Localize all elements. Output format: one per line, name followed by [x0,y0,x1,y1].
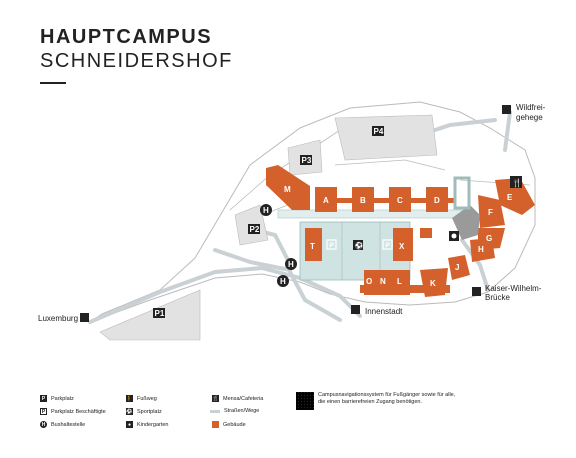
svg-text:D: D [434,196,440,205]
legend-parkplatz: P Parkplatz [40,395,74,402]
kindergarten-icon [449,231,459,241]
building-a[interactable] [315,187,337,212]
legend-fussweg: 🚶 Fußweg [126,395,157,402]
parking-labels: P1 P2 P3 P4 [153,126,384,318]
building-h[interactable] [470,238,495,262]
legend-gebaeude: Gebäude [212,421,246,428]
svg-text:P4: P4 [374,127,384,136]
svg-text:A: A [323,196,329,205]
building-x[interactable] [393,228,413,261]
svg-text:E: E [507,193,513,202]
svg-text:F: F [488,208,493,217]
mensa-icon: 🍴 [510,176,522,188]
mensa-icon: 🍴 [212,395,219,402]
svg-text:P: P [385,243,390,250]
svg-text:O: O [366,277,372,286]
building-j[interactable] [448,255,470,280]
svg-text:J: J [455,263,459,272]
legend-mensa: 🍴 Mensa/Cafeteria [212,395,264,402]
svg-text:P2: P2 [250,225,260,234]
page-title: HAUPTCAMPUS [40,26,213,48]
svg-text:P: P [329,243,334,250]
building-f[interactable] [478,195,505,228]
svg-text:N: N [380,277,386,286]
bus-icon: H [40,421,47,428]
sports-icon: ⚽ [353,240,364,250]
building-m[interactable] [266,165,310,210]
svg-text:M: M [284,185,291,194]
svg-text:H: H [280,277,286,286]
svg-text:B: B [360,196,366,205]
legend: P Parkplatz P Parkplatz Beschäftigte H B… [40,392,560,442]
legend-sport: ⚽ Sportplatz [126,408,162,415]
staff-parking-icon: P [40,408,47,415]
place-markers: Wildfrei- gehege Kaiser-Wilhelm- Brücke … [38,103,546,323]
svg-text:⚽: ⚽ [354,241,364,250]
legend-strassen: Straßen/Wege [210,408,259,414]
building-e[interactable] [495,178,535,215]
kindergarten-icon: ● [126,421,133,428]
buildings[interactable] [266,165,535,297]
svg-text:H: H [288,260,294,269]
building-swatch [212,421,219,428]
svg-text:L: L [397,277,402,286]
road-swatch [210,409,220,413]
label-wildfreigehege: Wildfrei- [516,103,546,112]
pedestrian-icon: 🚶 [126,395,133,402]
parking-p1 [99,289,201,341]
legend-bus: H Bushaltestelle [40,421,86,428]
svg-text:Innenstadt: Innenstadt [365,307,403,316]
svg-text:H: H [478,245,484,254]
staff-parking-icons: P P [326,239,393,250]
svg-text:K: K [430,279,436,288]
campus-map[interactable]: M A B C D E F G H J K L N O T X P P ⚽ P1… [0,0,576,390]
building-labels: M A B C D E F G H J K L N O T X [284,185,513,288]
svg-text:C: C [397,196,403,205]
svg-text:🍴: 🍴 [512,178,522,188]
sports-icon: ⚽ [126,408,133,415]
campus-outline [89,101,536,323]
legend-parkplatz-staff: P Parkplatz Beschäftigte [40,408,106,415]
svg-text:H: H [263,206,269,215]
page-subtitle: SCHNEIDERSHOF [40,50,233,72]
building-t[interactable] [305,228,322,261]
svg-text:P1: P1 [155,309,165,318]
parking-icon: P [40,395,47,402]
legend-kita: ● Kindergarten [126,421,169,428]
title-rule [40,82,66,84]
svg-text:Brücke: Brücke [485,293,510,302]
svg-text:T: T [310,242,315,251]
bus-stops: H H H [260,204,297,287]
svg-text:G: G [486,234,492,243]
svg-text:Luxemburg: Luxemburg [38,314,78,323]
qr-description: Campusnavigationssystem für Fußgänger so… [318,392,456,405]
parking-p4 [334,114,438,161]
svg-text:gehege: gehege [516,113,543,122]
qr-code[interactable] [296,392,314,410]
svg-text:P3: P3 [302,156,312,165]
svg-text:Kaiser-Wilhelm-: Kaiser-Wilhelm- [485,284,542,293]
svg-text:X: X [399,242,405,251]
